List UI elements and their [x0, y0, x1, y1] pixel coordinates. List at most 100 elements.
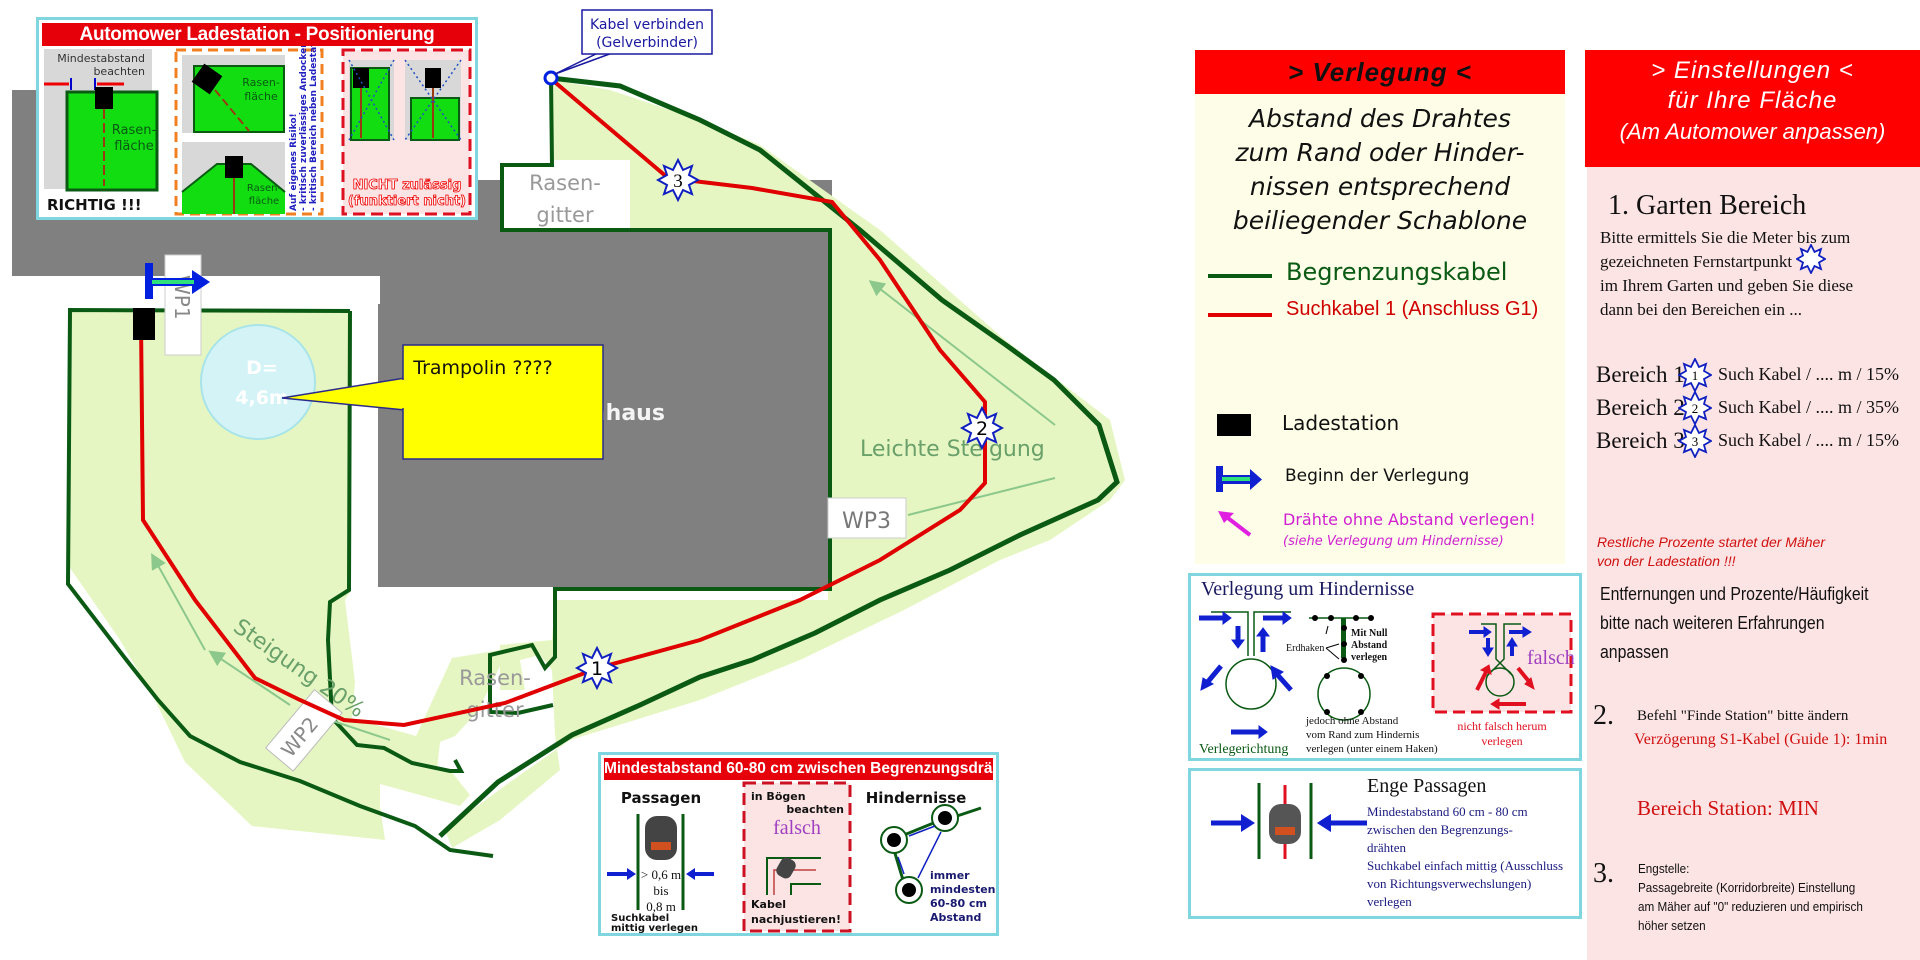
svg-text:> 0,6 m: > 0,6 m [641, 867, 681, 882]
cable-connector [543, 70, 559, 86]
svg-text:Erdhaken: Erdhaken [1286, 643, 1324, 654]
magenta-arrow-icon [1218, 511, 1252, 537]
legend-no-distance-sublabel: (siehe Verlegung um Hindernisse) [1283, 534, 1504, 549]
verlegung-description: Abstand des Drahtes zum Rand oder Hinder… [1232, 104, 1528, 235]
lawn-area-left [68, 310, 502, 840]
svg-text:mindestens: mindestens [930, 883, 996, 896]
svg-text:(Gelverbinder): (Gelverbinder) [596, 35, 698, 51]
boundary-wire-left-outer [65, 307, 494, 858]
svg-text:Rasen-: Rasen- [247, 183, 282, 194]
area-row-2: Bereich 2 2 Such Kabel / .... m / 35% [1596, 390, 1899, 425]
svg-text:Mindestabstand: Mindestabstand [57, 52, 145, 65]
svg-text:WP3: WP3 [842, 509, 891, 534]
area-star-2: 2 [1678, 390, 1712, 425]
svg-text:2: 2 [976, 418, 988, 440]
svg-text:verlegen: verlegen [1481, 734, 1522, 748]
settings-panel [1587, 167, 1920, 960]
area-list: Bereich 1 1 Such Kabel / .... m / 15% Be… [1596, 357, 1899, 458]
charging-station-icon [1217, 414, 1251, 436]
svg-text:fläche: fläche [249, 196, 279, 207]
positioning-inset: Automower Ladestation - Positionierung M… [36, 17, 478, 220]
garden-map: Rasen- gitter Rasen- gitter Leichte Stei… [12, 9, 1125, 858]
narrow-passages-title: Enge Passagen [1367, 775, 1487, 797]
boundary-wire-right [438, 75, 1120, 838]
legend-boundary-label: Begrenzungskabel [1286, 258, 1508, 286]
legend-station-label: Ladestation [1282, 411, 1400, 435]
legend-search-label: Suchkabel 1 (Anschluss G1) [1286, 298, 1539, 320]
area-row-3: Bereich 3 3 Such Kabel / .... m / 15% [1596, 423, 1899, 458]
cable-connect-callout: Kabel verbinden (Gelverbinder) [590, 17, 704, 51]
passages-title: Mindestabstand 60-80 cm zwischen Begrenz… [604, 758, 993, 780]
label-rasengitter-top: Rasen- gitter [529, 171, 601, 227]
section2-number: 2. [1593, 700, 1614, 731]
section1-title: 1. Garten Bereich [1608, 190, 1807, 221]
verlegung-panel [1195, 94, 1565, 564]
svg-text:3: 3 [673, 171, 683, 192]
section2-line2: Verzögerung S1-Kabel (Guide 1): 1min [1634, 731, 1888, 748]
begin-laying-icon [145, 263, 210, 299]
boundary-wire-right-inner [488, 77, 832, 716]
area-star-1: 1 [1678, 357, 1712, 392]
svg-text:Trampolin ????: Trampolin ???? [412, 357, 552, 379]
svg-text:fläche: fläche [114, 139, 154, 154]
svg-text:gitter: gitter [536, 203, 594, 227]
svg-text:Rasen-: Rasen- [459, 666, 531, 690]
svg-text:Abstand: Abstand [930, 911, 981, 924]
svg-text:nicht falsch herum: nicht falsch herum [1457, 719, 1547, 733]
settings-header: > Einstellungen < für Ihre Fläche (Am Au… [1585, 50, 1920, 167]
begin-laying-legend-icon [1216, 466, 1262, 492]
svg-text:NICHT zulässig: NICHT zulässig [353, 178, 462, 193]
svg-text:Kabel: Kabel [751, 898, 786, 911]
svg-text:vom Rand zum Hindernis: vom Rand zum Hindernis [1306, 729, 1419, 741]
svg-text:Rasen-: Rasen- [112, 123, 157, 138]
adjust-note: Entfernungen und Prozente/Häufigkeit bit… [1600, 584, 1869, 662]
passages-inset: Mindestabstand 60-80 cm zwischen Begrenz… [598, 752, 999, 936]
charging-station [133, 308, 155, 340]
svg-text:- kritisch Bereich neben Lades: - kritisch Bereich neben Ladestation [309, 46, 319, 211]
trampoline-callout [402, 344, 604, 460]
label-leichte-steigung: Leichte Steigung [860, 437, 1045, 462]
svg-text:beachten: beachten [786, 803, 844, 816]
svg-text:1: 1 [591, 658, 603, 680]
search-cable [139, 76, 987, 728]
svg-text:Passagen: Passagen [621, 789, 701, 807]
svg-text:60-80 cm: 60-80 cm [930, 897, 987, 910]
legend-begin-label: Beginn der Verlegung [1285, 466, 1470, 486]
svg-text:Mit Null: Mit Null [1351, 628, 1388, 639]
svg-text:Rasen-: Rasen- [242, 76, 280, 89]
svg-text:nachjustieren!: nachjustieren! [751, 913, 841, 926]
svg-text:Hindernisse: Hindernisse [866, 789, 967, 807]
positioning-title: Automower Ladestation - Positionierung [42, 23, 472, 46]
svg-text:RICHTIG !!!: RICHTIG !!! [47, 196, 142, 214]
svg-text:2: 2 [1692, 401, 1699, 416]
legend-no-distance-label: Drähte ohne Abstand verlegen! [1283, 510, 1536, 529]
section1-text: Bitte ermittels Sie die Meter bis zum ge… [1600, 228, 1854, 320]
obstacles-box-title: Verlegung um Hindernisse [1201, 578, 1415, 600]
legend-search-line [1208, 313, 1272, 317]
marker-3: 3 [655, 157, 701, 203]
trampoline [200, 324, 316, 440]
area-star-3: 3 [1678, 423, 1712, 458]
svg-text:4,6m: 4,6m [235, 387, 288, 409]
fernstart-star-icon [1795, 243, 1828, 276]
verlegung-header: > Verlegung < [1195, 50, 1565, 94]
svg-text:Kabel verbinden: Kabel verbinden [590, 17, 704, 33]
svg-text:immer: immer [930, 869, 970, 882]
narrow-passages-box: Enge Passagen Mindestabstand 60 cm - 80 … [1188, 768, 1582, 919]
svg-text:(funktiert nicht): (funktiert nicht) [348, 194, 466, 209]
svg-text:Rasen-: Rasen- [529, 171, 601, 195]
boundary-wire-left-inner [325, 310, 465, 773]
marker-1: 1 [574, 645, 620, 691]
svg-text:Verlegerichtung: Verlegerichtung [1199, 742, 1288, 757]
obstacles-laying-box: Verlegung um Hindernisse Verlegerichtung… [1188, 573, 1582, 761]
section2-line1: Befehl "Finde Station" bitte ändern [1637, 708, 1849, 724]
svg-text:falsch: falsch [773, 817, 821, 839]
svg-text:- kritisch zuverlässiges Andoc: - kritisch zuverlässiges Andocken [299, 46, 309, 211]
svg-text:verlegen (unter einem Haken): verlegen (unter einem Haken) [1306, 743, 1438, 755]
rest-percent-note: Restliche Prozente startet der Mäher von… [1597, 534, 1825, 569]
section3-text: Engstelle: Passagebreite (Korridorbreite… [1638, 861, 1863, 933]
svg-text:verlegen: verlegen [1351, 652, 1388, 663]
svg-text:jedoch ohne Abstand: jedoch ohne Abstand [1305, 715, 1399, 727]
svg-text:mittig verlegen: mittig verlegen [611, 923, 698, 933]
svg-text:falsch: falsch [1527, 647, 1575, 669]
